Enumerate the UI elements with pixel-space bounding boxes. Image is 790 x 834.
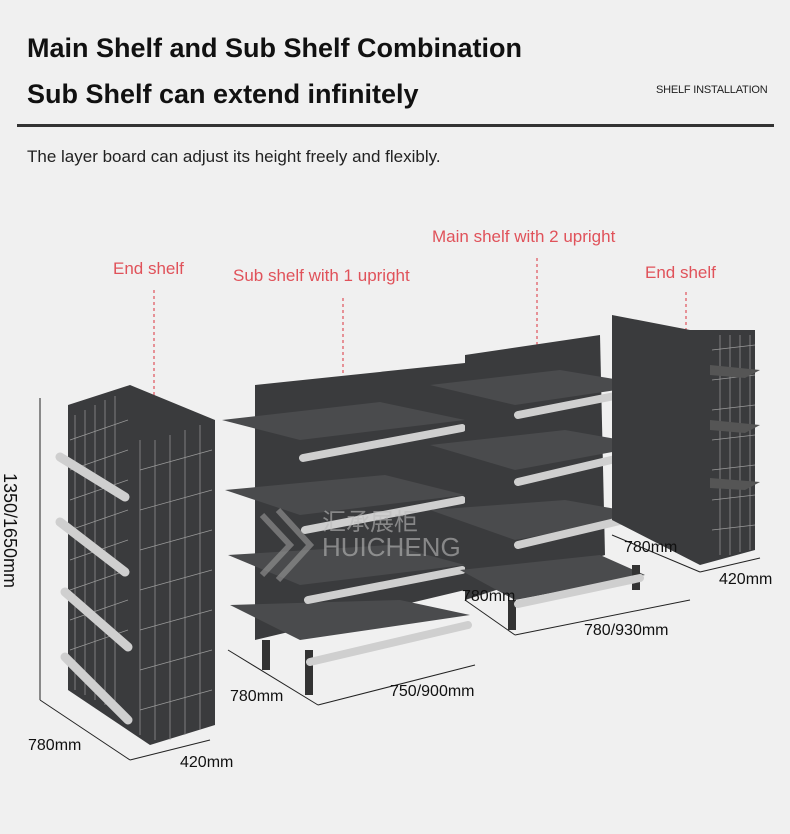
main-shelf xyxy=(430,335,650,630)
title-line-2: Sub Shelf can extend infinitely xyxy=(27,79,419,109)
title-line-1: Main Shelf and Sub Shelf Combination xyxy=(27,33,523,63)
callout-end-shelf-right: End shelf xyxy=(645,263,716,282)
watermark-logo: HUICHENG 汇承展柜 xyxy=(259,507,461,583)
section-tag: SHELF INSTALLATION xyxy=(656,84,768,96)
callout-main-shelf: Main shelf with 2 upright xyxy=(432,227,616,246)
sub-depth: 780mm xyxy=(230,688,284,705)
subtitle: The layer board can adjust its height fr… xyxy=(27,147,441,166)
callout-end-shelf-left: End shelf xyxy=(113,259,184,278)
end-right-width: 420mm xyxy=(719,571,773,588)
main-depth: 780mm xyxy=(462,588,516,605)
divider xyxy=(17,124,774,127)
main-width: 780/930mm xyxy=(584,622,669,639)
height-dimension: 1350/1650mm xyxy=(0,472,21,589)
end-shelf-right xyxy=(612,315,760,565)
callout-sub-shelf: Sub shelf with 1 upright xyxy=(233,266,410,285)
sub-shelf xyxy=(222,363,472,695)
end-shelf-left xyxy=(55,385,215,745)
end-left-width: 420mm xyxy=(180,754,234,771)
svg-text:HUICHENG: HUICHENG xyxy=(322,532,461,562)
svg-text:汇承展柜: 汇承展柜 xyxy=(322,508,418,536)
sub-width: 750/900mm xyxy=(390,683,475,700)
end-left-depth: 780mm xyxy=(28,737,82,754)
end-right-depth: 780mm xyxy=(624,539,678,556)
